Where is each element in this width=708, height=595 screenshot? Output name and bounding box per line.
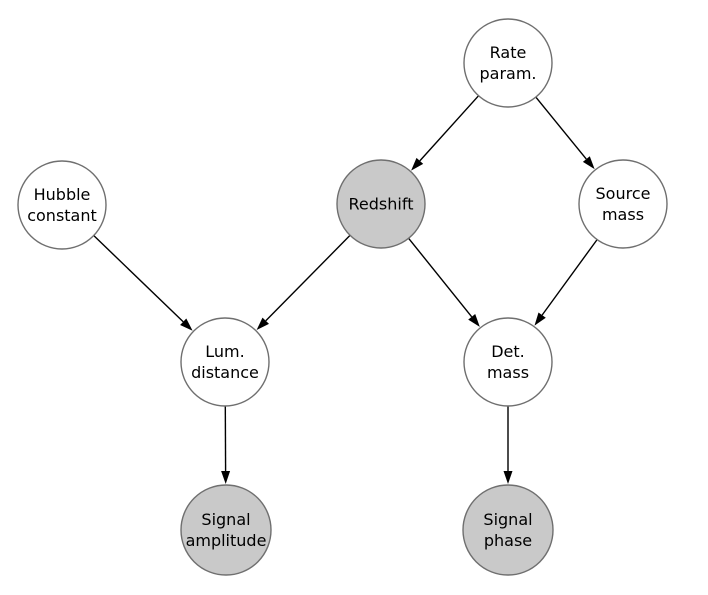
edge-source-mass-to-det-mass: [541, 239, 598, 316]
node-rate-param: Rate param.: [463, 18, 553, 108]
edge-redshift-to-lum-distance: [265, 234, 351, 322]
arrowhead-source-mass-to-det-mass: [534, 312, 546, 326]
arrowhead-redshift-to-det-mass: [468, 314, 480, 327]
arrowhead-det-mass-to-signal-phase: [503, 471, 513, 484]
node-label-det-mass-line1: Det.: [491, 342, 525, 361]
node-label-redshift-line1: Redshift: [349, 195, 414, 214]
arrowhead-rate-param-to-redshift: [411, 157, 424, 171]
node-label-rate-param-line1: Rate: [490, 43, 527, 62]
arrowhead-rate-param-to-source-mass: [582, 156, 595, 170]
node-circle-rate-param: [463, 18, 553, 108]
node-label-signal-amplitude-line1: Signal: [201, 510, 250, 529]
node-label-rate-param-line2: param.: [479, 64, 536, 83]
node-label-lum-distance-line1: Lum.: [205, 342, 244, 361]
node-label-signal-amplitude-line2: amplitude: [186, 531, 267, 550]
node-circle-lum-distance: [180, 317, 270, 407]
arrowhead-lum-distance-to-signal-amplitude: [221, 471, 231, 484]
node-signal-amplitude: Signal amplitude: [180, 484, 272, 576]
node-circle-redshift: [336, 159, 426, 249]
edge-hubble-constant-to-lum-distance: [93, 234, 184, 323]
node-label-source-mass-line1: Source: [596, 184, 651, 203]
node-circle-det-mass: [463, 317, 553, 407]
node-label-lum-distance-line2: distance: [191, 363, 259, 382]
node-circle-source-mass: [578, 159, 668, 249]
edge-rate-param-to-source-mass: [535, 96, 587, 160]
node-circle-hubble-constant: [17, 160, 107, 250]
node-circle-signal-phase: [462, 484, 554, 576]
node-label-signal-phase-line2: phase: [484, 531, 532, 550]
edge-rate-param-to-redshift: [419, 95, 480, 162]
arrowhead-hubble-constant-to-lum-distance: [180, 318, 193, 331]
node-label-signal-phase-line1: Signal: [483, 510, 532, 529]
node-signal-phase: Signal phase: [462, 484, 554, 576]
node-label-hubble-constant-line1: Hubble: [34, 185, 91, 204]
node-label-hubble-constant-line2: constant: [27, 206, 97, 225]
node-redshift: Redshift: [336, 159, 426, 249]
node-lum-distance: Lum. distance: [180, 317, 270, 407]
node-det-mass: Det. mass: [463, 317, 553, 407]
node-circle-signal-amplitude: [180, 484, 272, 576]
edge-redshift-to-det-mass: [408, 237, 473, 318]
node-source-mass: Source mass: [578, 159, 668, 249]
arrowhead-redshift-to-lum-distance: [256, 317, 269, 330]
node-hubble-constant: Hubble constant: [17, 160, 107, 250]
node-label-det-mass-line2: mass: [487, 363, 529, 382]
node-label-source-mass-line2: mass: [602, 205, 644, 224]
